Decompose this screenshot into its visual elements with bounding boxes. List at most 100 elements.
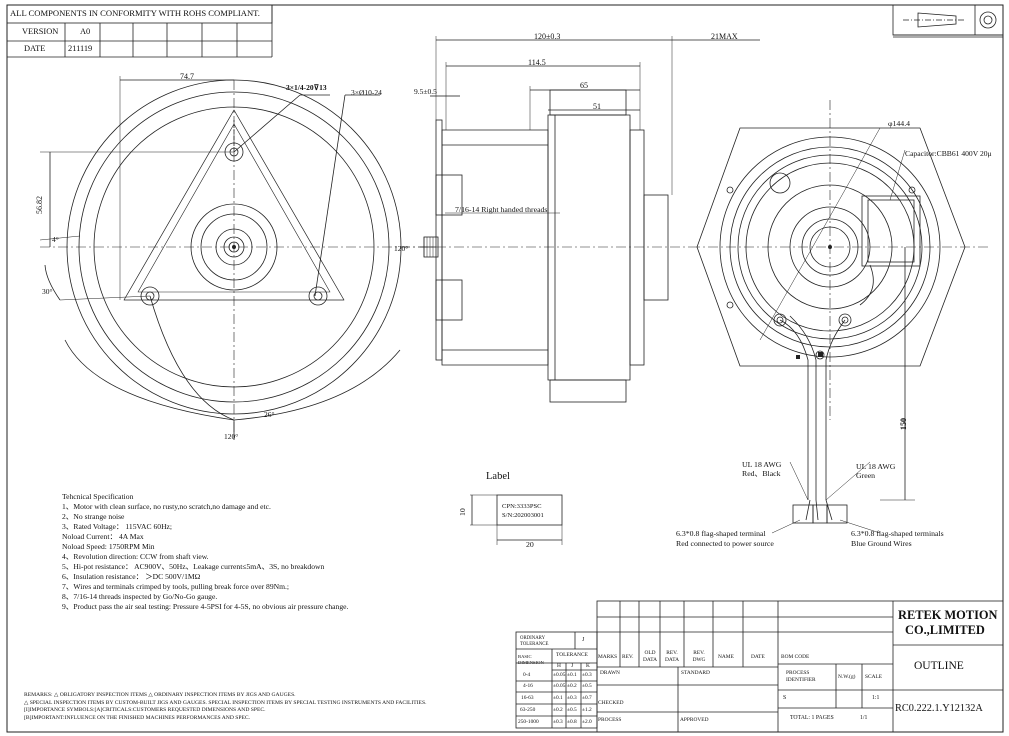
capacitor-note: Capacitor:CBB61 400V 20μ — [905, 149, 992, 158]
tb-approved: APPROVED — [680, 717, 709, 723]
spec-line: Noload Current： 4A Max — [62, 532, 144, 541]
spec-line: 5、Hi-pot resistance： AC900V、50Hz、Leakage… — [62, 562, 325, 571]
wire-right-color: Green — [856, 471, 876, 480]
label-height: 10 — [458, 508, 467, 516]
wire-right-gauge: UL 18 AWG — [856, 462, 896, 471]
ordinary-tolerance-value: J — [582, 637, 585, 643]
dim-56-82: 56.82 — [35, 196, 44, 214]
tol-j: ±0.3 — [567, 695, 577, 701]
angle-120-bottom: 120° — [224, 432, 239, 441]
terminal-left-spec: 6.3*0.8 flag-shaped terminal — [676, 529, 766, 538]
date-label: DATE — [24, 44, 46, 53]
remarks-line: REMARKS: △ OBLIGATORY INSPECTION ITEMS △… — [24, 692, 296, 698]
tol-h: ±0.05 — [553, 683, 566, 689]
remarks-line: [I]IMPORTANCE SYMBOLS:[A]CRITICALS:CUSTO… — [24, 707, 266, 714]
tol-h: ±0.1 — [553, 695, 563, 701]
tb-net-weight: N.W.(g) — [838, 674, 856, 680]
tol-h: ±0.05 — [553, 672, 566, 678]
tol-col-k: K — [586, 663, 590, 669]
spec-line: 2、No strange noise — [62, 512, 125, 521]
tb-name: NAME — [718, 654, 734, 660]
terminal-right-spec: 6.3*0.8 flag-shaped terminals — [851, 529, 944, 538]
angle-26: 26° — [264, 410, 275, 419]
tb-rev-dwg: REV. DWG — [692, 650, 706, 663]
tol-k: ±0.3 — [582, 672, 592, 678]
tol-col-j: J — [571, 663, 574, 669]
spec-line: 3、Rated Voltage： 115VAC 60Hz; — [62, 522, 173, 531]
angle-4: 4° — [52, 235, 59, 244]
rohs-statement: ALL COMPONENTS IN CONFORMITY WITH ROHS C… — [10, 8, 260, 18]
tol-h: ±0.3 — [553, 719, 563, 725]
tb-checked: CHECKED — [598, 700, 624, 706]
dim-holes: 3×Ø10-24 — [351, 88, 382, 97]
tol-col-h: H — [557, 663, 561, 669]
tb-drawn: DRAWN — [600, 670, 620, 676]
tb-marks: MARKS — [598, 654, 618, 660]
tb-bom-code: BOM CODE — [781, 654, 810, 660]
version-value: A0 — [80, 27, 91, 36]
tol-j: ±0.5 — [567, 707, 577, 713]
spec-line: 9、Product pass the air seal testing: Pre… — [62, 602, 349, 611]
spec-line: 4、Revolution direction: CCW from shaft v… — [62, 552, 209, 561]
spec-line: Noload Speed: 1750RPM Min — [62, 542, 155, 551]
tol-k: ±2.0 — [582, 719, 592, 725]
tolerance-label: TOLERANCE — [556, 652, 588, 658]
date-value: 211119 — [68, 44, 93, 53]
tol-j: ±0.1 — [567, 672, 577, 678]
tol-range: 16-63 — [521, 695, 534, 701]
remarks-line: △ SPECIAL INSPECTION ITEMS BY CUSTOM-BUI… — [24, 699, 427, 706]
tol-range: 250-1000 — [518, 719, 539, 725]
dim-51: 51 — [593, 102, 601, 111]
wire-left-colors: Red、Black — [742, 469, 781, 478]
tb-page-no: 1/1 — [860, 715, 868, 721]
ordinary-tolerance-label: ORDINARY TOLERANCE — [520, 636, 549, 647]
drawing-number: RC0.222.1.Y12132A — [895, 703, 983, 714]
terminal-left-note: Red connected to power source — [676, 539, 774, 548]
remarks: REMARKS: △ OBLIGATORY INSPECTION ITEMS △… — [24, 692, 426, 722]
spec-title: Tehcnical Specification — [62, 492, 134, 501]
angle-120-right: 120° — [394, 244, 409, 253]
tb-rev: REV. — [622, 654, 634, 660]
tb-date: DATE — [751, 654, 765, 660]
dim-65: 65 — [580, 81, 588, 90]
company-name-line1: RETEK MOTION — [898, 608, 998, 622]
dim-thread-holes: 3×1/4-20⊽13 — [286, 83, 327, 92]
tol-k: ±1.2 — [582, 707, 592, 713]
dim-120: 120±0.3 — [534, 32, 561, 41]
tb-process: PROCESS — [598, 717, 622, 723]
tol-j: ±0.8 — [567, 719, 577, 725]
document-title: OUTLINE — [914, 660, 964, 672]
tol-j: ±0.2 — [567, 683, 577, 689]
technical-specification: Tehcnical Specification 1、Motor with cle… — [62, 492, 348, 612]
lead-length: 150 — [899, 418, 908, 430]
tol-k: ±0.7 — [582, 695, 592, 701]
thread-note: 7/16-14 Right handed threads — [455, 205, 548, 214]
rear-diameter: φ144.4 — [888, 119, 911, 128]
spec-line: 7、Wires and terminals crimped by tools, … — [62, 582, 290, 591]
company-name-line2: CO.,LIMITED — [905, 623, 985, 637]
tb-old-data: OLD DATA — [643, 650, 657, 663]
tb-s: S — [783, 695, 787, 701]
remarks-line: [B]IMPORTANT:INFLUENCE ON THE FINISHED M… — [24, 714, 251, 721]
spec-line: 6、Insulation resistance： ＞DC 500V/1MΩ — [62, 572, 201, 581]
tol-k: ±0.5 — [582, 683, 592, 689]
angle-30: 30° — [42, 287, 53, 296]
tb-standard: STANDARD — [681, 670, 710, 676]
tb-rev-data: REV. DATA — [665, 650, 679, 663]
tol-range: 0-4 — [523, 672, 531, 678]
dim-114-5: 114.5 — [528, 58, 546, 67]
dim-9-5: 9.5±0.5 — [414, 87, 437, 96]
label-line-2: S/N:202003001 — [502, 512, 544, 519]
label-width: 20 — [526, 540, 534, 549]
dim-74-7: 74.7 — [180, 72, 194, 81]
spec-line: 1、Motor with clean surface, no rusty,no … — [62, 502, 271, 511]
tb-process-identifier: PROCESS IDENTIFIER — [786, 670, 816, 683]
spec-line: 8、7/16-14 threads inspected by Go/No-Go … — [62, 592, 218, 601]
tb-scale-label: SCALE — [865, 674, 883, 680]
wire-left-gauge: UL 18 AWG — [742, 460, 782, 469]
label-title: Label — [486, 471, 510, 482]
tol-h: ±0.2 — [553, 707, 563, 713]
tb-total-pages: TOTAL: 1 PAGES — [790, 715, 834, 721]
basic-dimension-label: BASIC DIMENSION — [518, 654, 544, 665]
